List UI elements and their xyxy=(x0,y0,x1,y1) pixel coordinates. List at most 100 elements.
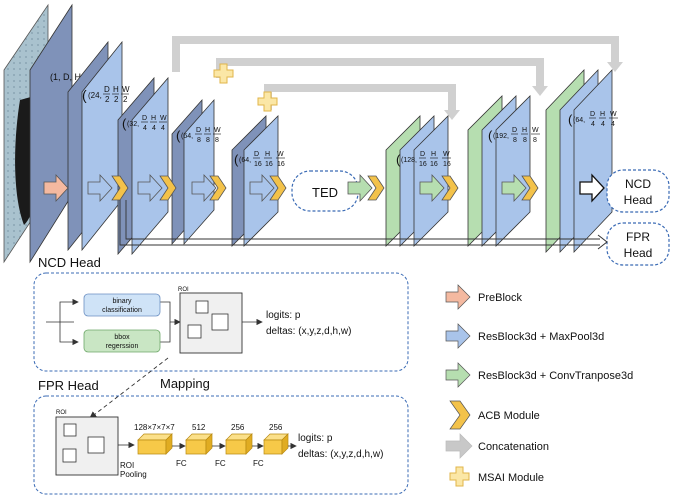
svg-text:W: W xyxy=(532,127,539,134)
acb-chevron-icon xyxy=(159,175,177,201)
svg-text:D: D xyxy=(254,151,259,158)
svg-text:(: ( xyxy=(82,87,87,103)
resblock-convtranspose-arrow-icon xyxy=(445,362,471,388)
decoder-stage-3 xyxy=(545,68,613,254)
svg-text:16: 16 xyxy=(265,161,273,168)
resblock-maxpool-arrow-icon xyxy=(191,173,217,203)
input-shape-label: (1, D, H, W) xyxy=(50,72,98,82)
acb-chevron-icon xyxy=(209,175,227,201)
fpr-skip-route xyxy=(119,200,600,246)
svg-text:4: 4 xyxy=(601,121,605,128)
resblock-convtranspose-arrow-icon xyxy=(501,173,527,203)
svg-text:8: 8 xyxy=(513,137,517,144)
shape-label-u1: ( (128, D16 H16 W16 xyxy=(396,151,451,168)
svg-text:8: 8 xyxy=(206,137,210,144)
bbox-regression-line2: regerssion xyxy=(106,343,139,350)
svg-text:H: H xyxy=(151,115,156,122)
shape-label-s4: ( (64, D16 H16 W16 xyxy=(234,151,285,168)
svg-text:2: 2 xyxy=(105,95,110,104)
svg-text:(64,: (64, xyxy=(239,157,251,164)
shape-label-s2: ( (32, D4 H4 W4 xyxy=(122,115,167,132)
svg-text:16: 16 xyxy=(443,161,451,168)
fc-label-1: FC xyxy=(176,459,187,468)
roi-box xyxy=(211,313,229,331)
svg-text:D: D xyxy=(590,111,595,118)
fc-dim-2: 256 xyxy=(231,423,245,432)
concat-arrowheads xyxy=(444,62,623,120)
fpr-roi-map xyxy=(55,416,119,476)
resblock-convtranspose-arrow-icon xyxy=(347,173,373,203)
preblock-arrow-icon xyxy=(43,173,69,203)
svg-text:D: D xyxy=(104,85,110,94)
svg-text:(: ( xyxy=(234,152,239,167)
binary-classification-line1: binary xyxy=(112,298,132,305)
acb-chevron-icon xyxy=(441,175,459,201)
svg-text:8: 8 xyxy=(523,137,527,144)
roi-box xyxy=(195,300,209,314)
svg-text:(32,: (32, xyxy=(127,121,139,128)
fpr-head-box-line2: Head xyxy=(624,246,653,260)
fc-stack xyxy=(137,433,289,455)
svg-text:(: ( xyxy=(176,128,181,143)
svg-text:D: D xyxy=(142,115,147,122)
svg-text:(: ( xyxy=(568,112,573,127)
preblock-arrow-icon xyxy=(445,284,471,310)
mapping-arrow xyxy=(89,357,169,419)
binary-classification-line2: classification xyxy=(102,307,142,314)
svg-text:(64,: (64, xyxy=(573,117,585,124)
legend-msai: MSAI Module xyxy=(478,472,544,484)
fpr-head-box xyxy=(606,222,670,266)
resblock-maxpool-arrow-icon xyxy=(87,173,113,203)
bbox-regression-box xyxy=(83,329,161,353)
roi-box xyxy=(87,436,105,454)
fc-label-3: FC xyxy=(253,459,264,468)
fc-label-2: FC xyxy=(215,459,226,468)
ncd-panel xyxy=(33,272,409,372)
svg-text:16: 16 xyxy=(254,161,262,168)
svg-text:(: ( xyxy=(122,116,127,131)
svg-text:H: H xyxy=(431,151,436,158)
resblock-maxpool-arrow-icon xyxy=(137,173,163,203)
svg-text:16: 16 xyxy=(277,161,285,168)
svg-text:4: 4 xyxy=(611,121,615,128)
svg-text:4: 4 xyxy=(161,125,165,132)
roi-pooling-line1: ROI xyxy=(120,461,134,470)
roi-box xyxy=(62,448,77,463)
shape-label-u2: ( (192, D8 H8 W8 xyxy=(488,127,540,144)
resblock-maxpool-arrow-icon xyxy=(445,323,471,349)
msai-cross-icon xyxy=(257,91,278,112)
legend-concatenation: Concatenation xyxy=(478,441,549,453)
ncd-roi-label: ROI xyxy=(178,287,189,293)
fpr-route-arrowhead xyxy=(597,234,608,250)
shape-label-s1: ( (24, D2 H2 W2 xyxy=(82,85,130,104)
svg-text:(64,: (64, xyxy=(181,133,193,140)
svg-text:8: 8 xyxy=(533,137,537,144)
encoder-stage-2 xyxy=(117,76,169,256)
svg-text:D: D xyxy=(420,151,425,158)
shape-label-u3: ( (64, D4 H4 W4 xyxy=(568,111,618,128)
svg-text:D: D xyxy=(196,127,201,134)
svg-text:W: W xyxy=(277,151,284,158)
ncd-roi-map xyxy=(179,292,243,354)
svg-text:(: ( xyxy=(396,152,401,167)
svg-text:8: 8 xyxy=(197,137,201,144)
resblock-convtranspose-arrow-icon xyxy=(419,173,445,203)
fpr-deltas: deltas: (x,y,z,d,h,w) xyxy=(298,449,383,460)
svg-text:2: 2 xyxy=(123,95,128,104)
input-ct-volume xyxy=(3,3,73,264)
legend-acb: ACB Module xyxy=(478,410,540,422)
svg-text:D: D xyxy=(512,127,517,134)
svg-text:W: W xyxy=(610,111,617,118)
fc-dim-1: 512 xyxy=(192,423,206,432)
msai-cross-icon xyxy=(449,466,470,487)
svg-text:W: W xyxy=(160,115,167,122)
ncd-deltas: deltas: (x,y,z,d,h,w) xyxy=(266,326,351,337)
acb-chevron-icon xyxy=(449,400,471,430)
ncd-flow-lines xyxy=(46,298,263,346)
encoder-stage-3 xyxy=(171,98,215,246)
fpr-panel-title: FPR Head xyxy=(38,378,99,393)
svg-text:4: 4 xyxy=(143,125,147,132)
fpr-roi-label: ROI xyxy=(56,410,67,416)
binary-classification-box xyxy=(83,293,161,317)
svg-text:(128,: (128, xyxy=(401,157,417,164)
